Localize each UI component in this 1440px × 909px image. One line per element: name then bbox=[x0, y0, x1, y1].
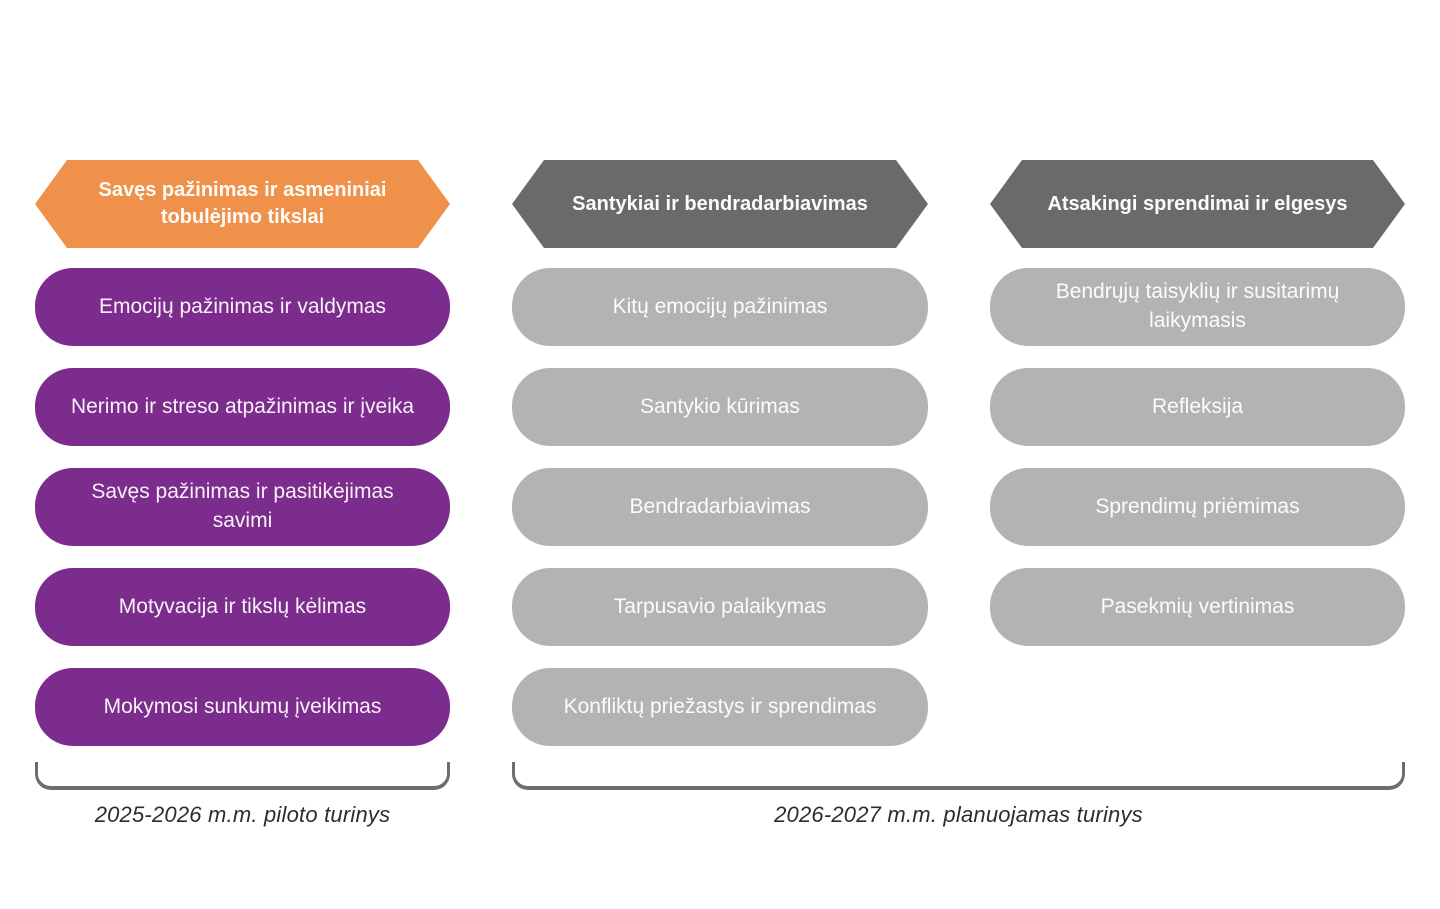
pill-conflict-resolution: Konfliktų priežastys ir sprendimas bbox=[512, 668, 928, 746]
pill-decision-making: Sprendimų priėmimas bbox=[990, 468, 1405, 546]
bracket-label-pilot: 2025-2026 m.m. piloto turinys bbox=[94, 802, 391, 827]
header-self-awareness: Savęs pažinimas ir asmeniniai tobulėjimo… bbox=[35, 160, 450, 248]
pill-consequence-assessment: Pasekmių vertinimas bbox=[990, 568, 1405, 646]
pill-label: Bendrųjų taisyklių ir susitarimų laikyma… bbox=[1055, 280, 1340, 332]
column-self-awareness: Savęs pažinimas ir asmeniniai tobulėjimo… bbox=[35, 0, 450, 909]
header-self-awareness-label: Savęs pažinimas ir asmeniniai tobulėjimo… bbox=[98, 179, 387, 228]
header-relationships: Santykiai ir bendradarbiavimas bbox=[512, 160, 928, 248]
bracket-pilot-content bbox=[35, 762, 450, 790]
pill-motivation-goals: Motyvacija ir tikslų kėlimas bbox=[35, 568, 450, 646]
pill-others-emotions: Kitų emocijų pažinimas bbox=[512, 268, 928, 346]
pill-collaboration: Bendradarbiavimas bbox=[512, 468, 928, 546]
pill-self-knowledge-confidence: Savęs pažinimas ir pasitikėjimas savimi bbox=[35, 468, 450, 546]
pill-label: Konfliktų priežastys ir sprendimas bbox=[563, 694, 877, 718]
pill-mutual-support: Tarpusavio palaikymas bbox=[512, 568, 928, 646]
pill-label: Pasekmių vertinimas bbox=[1100, 594, 1295, 618]
pill-label: Savęs pažinimas ir pasitikėjimas savimi bbox=[91, 480, 394, 532]
header-relationships-label: Santykiai ir bendradarbiavimas bbox=[572, 192, 868, 215]
pill-label: Mokymosi sunkumų įveikimas bbox=[103, 694, 382, 718]
pill-label: Refleksija bbox=[1151, 394, 1244, 418]
pill-reflection: Refleksija bbox=[990, 368, 1405, 446]
header-responsible-decisions-label: Atsakingi sprendimai ir elgesys bbox=[1047, 192, 1348, 215]
pill-relationship-building: Santykio kūrimas bbox=[512, 368, 928, 446]
pill-label: Kitų emocijų pažinimas bbox=[612, 294, 828, 318]
bracket-label-planned: 2026-2027 m.m. planuojamas turinys bbox=[774, 802, 1143, 827]
bracket-planned-content bbox=[512, 762, 1405, 790]
pill-label: Sprendimų priėmimas bbox=[1095, 494, 1300, 518]
column-responsible-decisions: Atsakingi sprendimai ir elgesys Bendrųjų… bbox=[990, 0, 1405, 909]
pill-label: Emocijų pažinimas ir valdymas bbox=[98, 294, 387, 318]
pill-label: Bendradarbiavimas bbox=[629, 494, 811, 518]
header-responsible-decisions: Atsakingi sprendimai ir elgesys bbox=[990, 160, 1405, 248]
pill-anxiety-stress: Nerimo ir streso atpažinimas ir įveika bbox=[35, 368, 450, 446]
pill-label: Motyvacija ir tikslų kėlimas bbox=[118, 594, 367, 618]
column-relationships: Santykiai ir bendradarbiavimas Kitų emoc… bbox=[512, 0, 928, 909]
pill-label: Tarpusavio palaikymas bbox=[613, 594, 827, 618]
pill-learning-difficulties: Mokymosi sunkumų įveikimas bbox=[35, 668, 450, 746]
pill-emotion-recognition: Emocijų pažinimas ir valdymas bbox=[35, 268, 450, 346]
pill-rules-agreements: Bendrųjų taisyklių ir susitarimų laikyma… bbox=[990, 268, 1405, 346]
pill-label: Santykio kūrimas bbox=[640, 394, 800, 418]
pill-label: Nerimo ir streso atpažinimas ir įveika bbox=[70, 394, 415, 418]
